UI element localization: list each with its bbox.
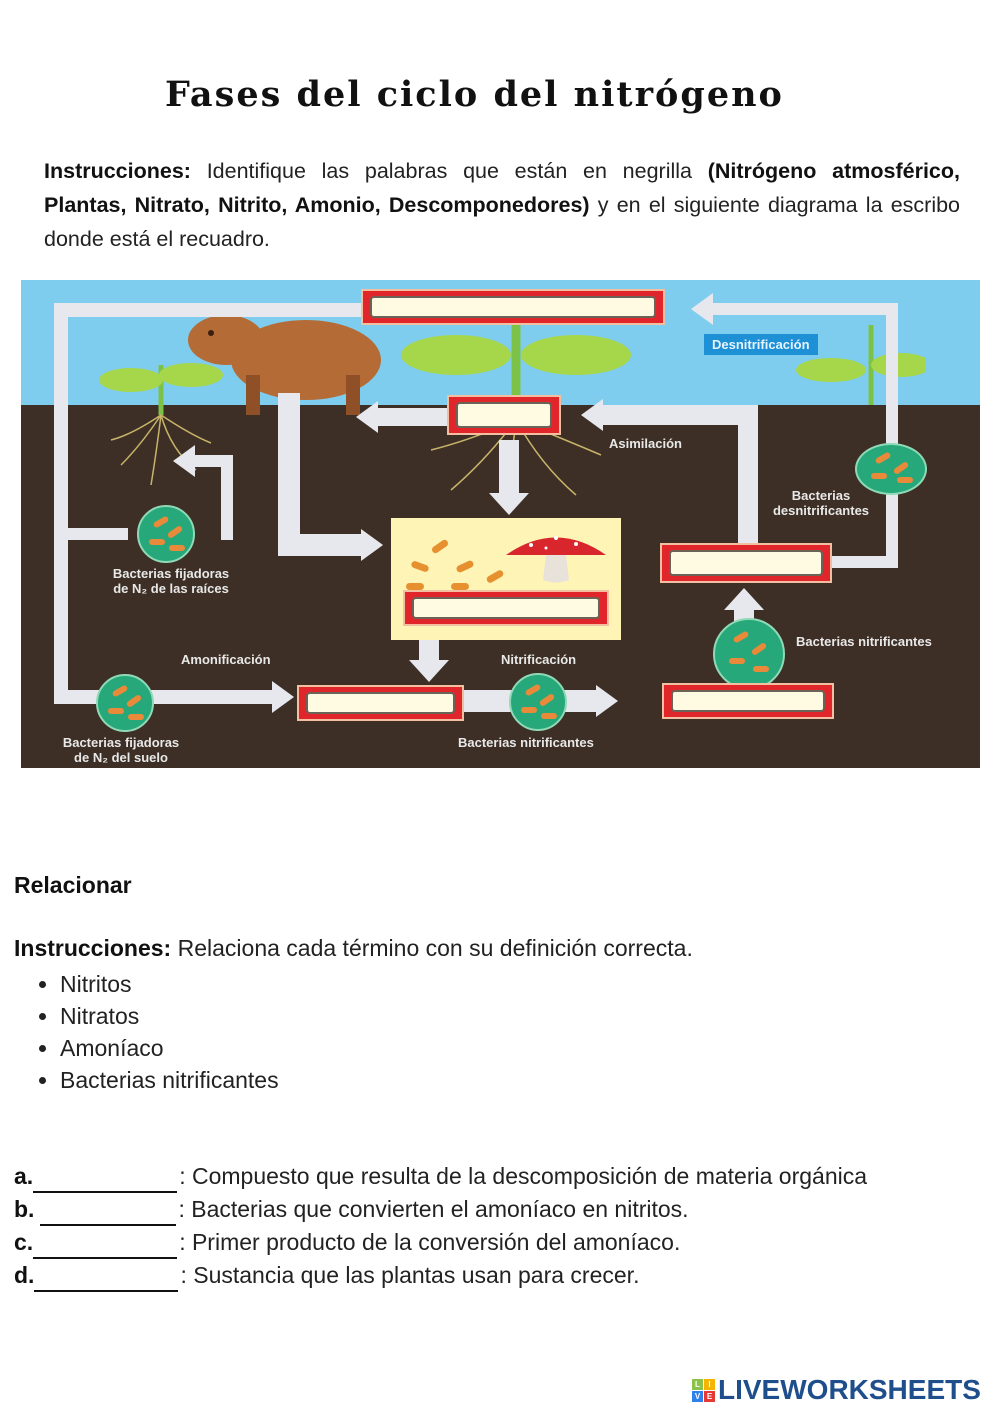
answer-input-plants[interactable]: [456, 402, 552, 428]
definition-letter: c.: [14, 1229, 34, 1255]
answer-input-decomposers[interactable]: [412, 597, 600, 619]
arrow-head-decomposers-down: [409, 660, 449, 682]
arrow-head-to-left-plant: [173, 445, 195, 477]
relate-instructions-label: Instrucciones:: [14, 935, 172, 961]
relate-instructions-text: Relaciona cada término con su definición…: [171, 935, 693, 961]
arrow-capybara-down: [278, 393, 300, 548]
answer-input-nitrite[interactable]: [671, 690, 825, 712]
definition-letter: b.: [14, 1196, 35, 1222]
label-nitrifying-bacteria-bottom: Bacterias nitrificantes: [458, 735, 594, 750]
definition-row: c. : Primer producto de la conversión de…: [14, 1226, 867, 1259]
label-nitrification: Nitrificación: [501, 652, 577, 667]
instructions: Instrucciones: Identifique las palabras …: [44, 154, 960, 256]
logo-letter-l: L: [692, 1378, 703, 1390]
arrow-assimilation-vertical: [738, 405, 758, 545]
instructions-text-before: Identifique las palabras que están en ne…: [190, 159, 708, 183]
definition-text: : Bacterias que convierten el amoníaco e…: [178, 1196, 689, 1222]
root-fixing-bacteria-icon: [137, 505, 195, 563]
definition-answer-input-a[interactable]: [33, 1166, 178, 1193]
answer-box-atmospheric-nitrogen: [361, 289, 665, 325]
arrow-head-nitrite-to-nitrate: [724, 588, 764, 610]
arrow-root-fixing-up: [221, 460, 233, 540]
arrow-head-to-ammonium: [272, 681, 294, 713]
term-item: Bacterias nitrificantes: [60, 1064, 279, 1096]
definition-text: : Compuesto que resulta de la descomposi…: [179, 1163, 868, 1189]
nitrifying-bacteria-bottom-icon: [509, 673, 567, 731]
label-root-fixing-bacteria-1: Bacterias fijadoras: [112, 566, 230, 581]
live-logo-icon: L I V E: [692, 1378, 715, 1402]
definition-answer-input-d[interactable]: [34, 1265, 179, 1292]
capybara-icon: [188, 315, 381, 415]
arrow-left-vertical: [54, 303, 68, 703]
label-denitrification: Desnitrificación: [704, 334, 818, 355]
right-plant-icon: [796, 325, 926, 405]
answer-box-nitrite: [662, 683, 834, 719]
instructions-label: Instrucciones:: [44, 159, 191, 183]
term-item: Nitritos: [60, 968, 279, 1000]
definition-row: b. : Bacterias que convierten el amoníac…: [14, 1193, 867, 1226]
term-item: Amoníaco: [60, 1032, 279, 1064]
relate-section-title: Relacionar: [14, 872, 132, 898]
liveworksheets-logo: L I V E LIVEWORKSHEETS: [692, 1374, 981, 1406]
arrow-denitrification-bottom: [831, 556, 898, 568]
instructions-bold-terms: (Nitrógeno atmosférico, Plantas, Nitrato…: [44, 159, 960, 217]
arrow-head-to-capybara: [356, 401, 378, 433]
answer-box-nitrate: [660, 543, 832, 583]
definitions-list: a. : Compuesto que resulta de la descomp…: [14, 1160, 867, 1292]
arrow-head-denitrification: [691, 293, 713, 325]
answer-box-ammonium: [297, 685, 464, 721]
logo-letter-v: V: [692, 1390, 703, 1402]
label-soil-fixing-bacteria-2: de N₂ del suelo: [74, 750, 168, 765]
definition-answer-input-b[interactable]: [40, 1199, 177, 1226]
answer-input-nitrate[interactable]: [669, 550, 823, 576]
definition-row: d. : Sustancia que las plantas usan para…: [14, 1259, 867, 1292]
label-root-fixing-bacteria-2: de N₂ de las raíces: [113, 581, 229, 596]
answer-box-plants: [447, 395, 561, 435]
nitrifying-bacteria-right-icon: [713, 618, 785, 690]
definition-row: a. : Compuesto que resulta de la descomp…: [14, 1160, 867, 1193]
arrow-to-root-bacteria: [68, 528, 128, 540]
definition-text: : Sustancia que las plantas usan para cr…: [180, 1262, 640, 1288]
label-denitrifying-bacteria: Bacterias desnitrificantes: [772, 488, 870, 518]
definition-answer-input-c[interactable]: [33, 1232, 178, 1259]
arrow-assimilation-horizontal: [601, 405, 756, 425]
soil-fixing-bacteria-icon: [96, 674, 154, 732]
label-ammonification: Amonificación: [181, 652, 271, 667]
arrow-head-assimilation: [581, 399, 603, 431]
arrow-head-plants-down: [489, 493, 529, 515]
arrow-head-nitrification: [596, 685, 618, 717]
brand-name: LIVEWORKSHEETS: [718, 1374, 981, 1405]
arrow-plants-to-capybara: [376, 408, 451, 426]
label-nitrifying-bacteria-right: Bacterias nitrificantes: [796, 634, 932, 649]
logo-letter-e: E: [704, 1390, 715, 1402]
arrow-head-to-decomposers: [361, 529, 383, 561]
arrow-root-fixing-top: [191, 455, 233, 467]
label-soil-fixing-bacteria-1: Bacterias fijadoras: [62, 735, 180, 750]
definition-letter: a.: [14, 1163, 34, 1189]
answer-box-decomposers: [403, 590, 609, 626]
nitrogen-cycle-diagram: Desnitrificación Asimilación Bacterias d…: [21, 280, 980, 768]
mushroom-icon: [506, 536, 606, 583]
term-item: Nitratos: [60, 1000, 279, 1032]
answer-input-atmospheric-nitrogen[interactable]: [370, 296, 656, 318]
arrow-denitrification-top: [711, 303, 898, 315]
arrow-bottom-left-horizontal: [54, 690, 274, 704]
definition-letter: d.: [14, 1262, 35, 1288]
label-assimilation: Asimilación: [609, 436, 682, 451]
denitrifying-bacteria-icon: [855, 443, 927, 495]
arrow-plants-down: [499, 440, 519, 495]
instructions-text-after: y en el siguiente diagrama la escribo do…: [44, 193, 961, 251]
relate-instructions: Instrucciones: Relaciona cada término co…: [14, 935, 693, 962]
arrow-top-left-horizontal: [54, 303, 364, 317]
arrow-denitrification-vertical: [886, 303, 898, 568]
logo-letter-i: I: [704, 1378, 715, 1390]
answer-input-ammonium[interactable]: [306, 692, 455, 714]
terms-list: Nitritos Nitratos Amoníaco Bacterias nit…: [14, 968, 279, 1096]
definition-text: : Primer producto de la conversión del a…: [179, 1229, 681, 1255]
left-plant-icon: [99, 363, 223, 486]
page-title: Fases del ciclo del nitrógeno: [165, 74, 784, 115]
arrow-to-decomposers: [278, 534, 363, 556]
